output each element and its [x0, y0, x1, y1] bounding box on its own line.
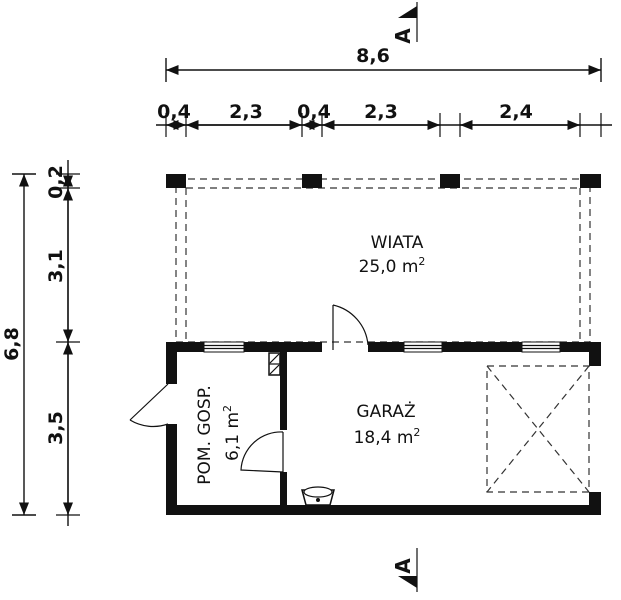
pom-gosp-area: 6,1 m2 — [221, 405, 243, 461]
garaz-name: GARAŻ — [356, 401, 415, 422]
window-3 — [521, 341, 561, 353]
garage-door-opening — [486, 365, 590, 493]
window-1 — [203, 341, 245, 353]
post-3 — [440, 174, 460, 188]
room-label-wiata: WIATA 25,0 m2 — [359, 233, 426, 277]
ventilation-duct — [268, 352, 281, 376]
total-height-label: 6,8 — [1, 327, 23, 361]
total-width-dimension: 8,6 — [165, 45, 602, 82]
post-4 — [580, 174, 601, 188]
section-mark-top: A — [391, 2, 418, 44]
segment-label-4: 2,3 — [364, 101, 398, 123]
vertical-segment-label-3: 3,5 — [45, 411, 67, 445]
floor-drain-fixture — [301, 486, 335, 506]
vertical-segment-label-2: 3,1 — [45, 249, 67, 283]
section-mark-bottom: A — [391, 548, 418, 592]
post-2 — [302, 174, 322, 188]
segment-label-2: 2,3 — [229, 101, 263, 123]
vertical-segment-dimensions: 0,2 3,1 3,5 — [45, 160, 80, 526]
door-storage-exterior — [129, 383, 169, 428]
door-garage-to-canopy — [332, 304, 369, 350]
total-width-label: 8,6 — [356, 45, 390, 67]
windows — [203, 341, 561, 353]
segment-label-1: 0,4 — [157, 101, 191, 123]
section-label-top: A — [391, 28, 415, 44]
door-storage-interior — [240, 431, 284, 473]
garaz-area: 18,4 m2 — [354, 426, 421, 448]
room-label-garaz: GARAŻ 18,4 m2 — [354, 401, 421, 448]
canopy-outline — [166, 174, 601, 343]
window-2 — [403, 341, 443, 353]
segment-dimensions: 0,4 2,3 0,4 2,3 2,4 — [156, 101, 612, 137]
pom-gosp-name: POM. GOSP. — [195, 385, 215, 484]
segment-label-5: 2,4 — [499, 101, 533, 123]
total-height-dimension: 6,8 — [1, 173, 36, 516]
wiata-name: WIATA — [371, 233, 424, 253]
segment-label-3: 0,4 — [297, 101, 331, 123]
room-label-pom-gosp: POM. GOSP. 6,1 m2 — [195, 385, 243, 484]
building-walls — [166, 342, 601, 515]
wiata-area: 25,0 m2 — [359, 255, 426, 277]
post-1 — [166, 174, 186, 188]
vertical-segment-label-1: 0,2 — [45, 165, 67, 199]
section-label-bottom: A — [391, 558, 415, 574]
